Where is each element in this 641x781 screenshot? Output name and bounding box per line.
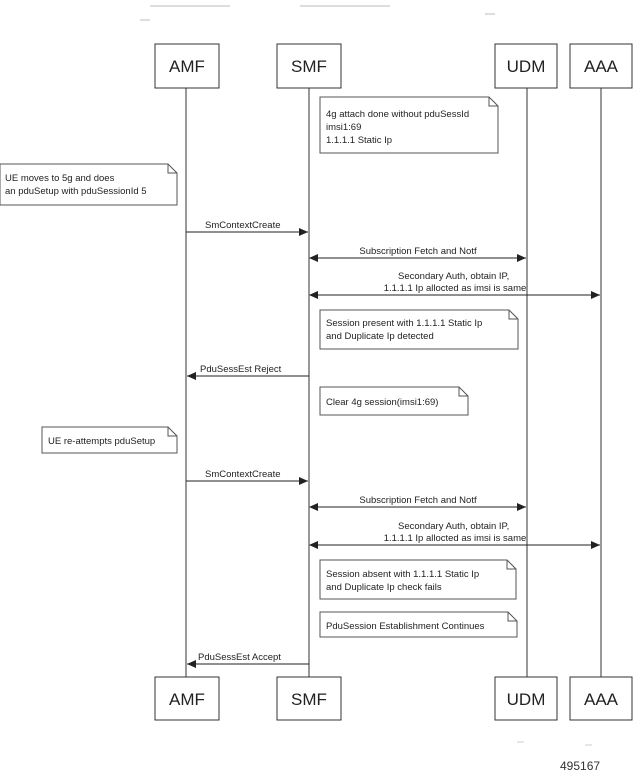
msg-subscription-fetch-1: Subscription Fetch and Notf — [309, 246, 526, 262]
note-clear-4g: Clear 4g session(imsi1:69) — [319, 386, 469, 416]
msg-pdusessest-reject: PduSessEst Reject — [187, 364, 309, 380]
note-pdu-continues: PduSession Establishment Continues — [319, 611, 518, 638]
note-4g-attach: 4g attach done without pduSessId imsi1:6… — [319, 96, 499, 154]
amf-label: AMF — [169, 57, 205, 76]
msg-secondary-auth-2: Secondary Auth, obtain IP, 1.1.1.1 Ip al… — [309, 521, 600, 549]
udm-box-bottom: UDM — [494, 676, 558, 721]
msg-pdusessest-accept: PduSessEst Accept — [187, 652, 309, 668]
smf-label: SMF — [291, 57, 327, 76]
note-4g-attach-text: 4g attach done without pduSessId imsi1:6… — [326, 109, 472, 146]
udm-label: UDM — [507, 690, 546, 709]
note-session-present-text: Session present with 1.1.1.1 Static Ip a… — [326, 318, 485, 342]
amf-label: AMF — [169, 690, 205, 709]
msg-subscription-fetch-2: Subscription Fetch and Notf — [309, 495, 526, 511]
aaa-box-bottom: AAA — [569, 676, 633, 721]
msg-secondary-auth-1: Secondary Auth, obtain IP, 1.1.1.1 Ip al… — [309, 271, 600, 299]
bottom-artifacts — [517, 741, 592, 746]
note-pdu-continues-text: PduSession Establishment Continues — [326, 621, 485, 632]
msg-pdusessest-accept-label: PduSessEst Accept — [198, 652, 281, 663]
note-session-absent: Session absent with 1.1.1.1 Static Ip an… — [319, 559, 517, 600]
udm-label: UDM — [507, 57, 546, 76]
msg-subscription-fetch-2-label: Subscription Fetch and Notf — [359, 495, 477, 506]
note-session-absent-text: Session absent with 1.1.1.1 Static Ip an… — [326, 569, 482, 593]
note-ue-moves-5g-text: UE moves to 5g and does an pduSetup with… — [5, 173, 147, 197]
top-artifacts — [140, 5, 495, 21]
note-ue-moves-5g: UE moves to 5g and does an pduSetup with… — [0, 163, 178, 206]
udm-box-top: UDM — [494, 43, 558, 89]
note-session-present: Session present with 1.1.1.1 Static Ip a… — [319, 309, 519, 350]
figure-id: 495167 — [560, 759, 600, 773]
msg-smcontextcreate-1-label: SmContextCreate — [205, 220, 281, 231]
amf-box-bottom: AMF — [154, 676, 220, 721]
msg-subscription-fetch-1-label: Subscription Fetch and Notf — [359, 246, 477, 257]
msg-secondary-auth-2-label: Secondary Auth, obtain IP, 1.1.1.1 Ip al… — [384, 521, 527, 544]
msg-smcontextcreate-1: SmContextCreate — [186, 220, 308, 236]
note-ue-reattempts-text: UE re-attempts pduSetup — [48, 436, 155, 447]
aaa-label: AAA — [584, 57, 619, 76]
msg-smcontextcreate-2: SmContextCreate — [186, 469, 308, 485]
smf-box-bottom: SMF — [276, 676, 342, 721]
smf-box-top: SMF — [276, 43, 342, 89]
msg-pdusessest-reject-label: PduSessEst Reject — [200, 364, 282, 375]
aaa-label: AAA — [584, 690, 619, 709]
note-ue-reattempts: UE re-attempts pduSetup — [41, 426, 178, 454]
msg-smcontextcreate-2-label: SmContextCreate — [205, 469, 281, 480]
smf-label: SMF — [291, 690, 327, 709]
aaa-box-top: AAA — [569, 43, 633, 89]
note-clear-4g-text: Clear 4g session(imsi1:69) — [326, 397, 438, 408]
msg-secondary-auth-1-label: Secondary Auth, obtain IP, 1.1.1.1 Ip al… — [384, 271, 527, 294]
amf-box-top: AMF — [154, 43, 220, 89]
